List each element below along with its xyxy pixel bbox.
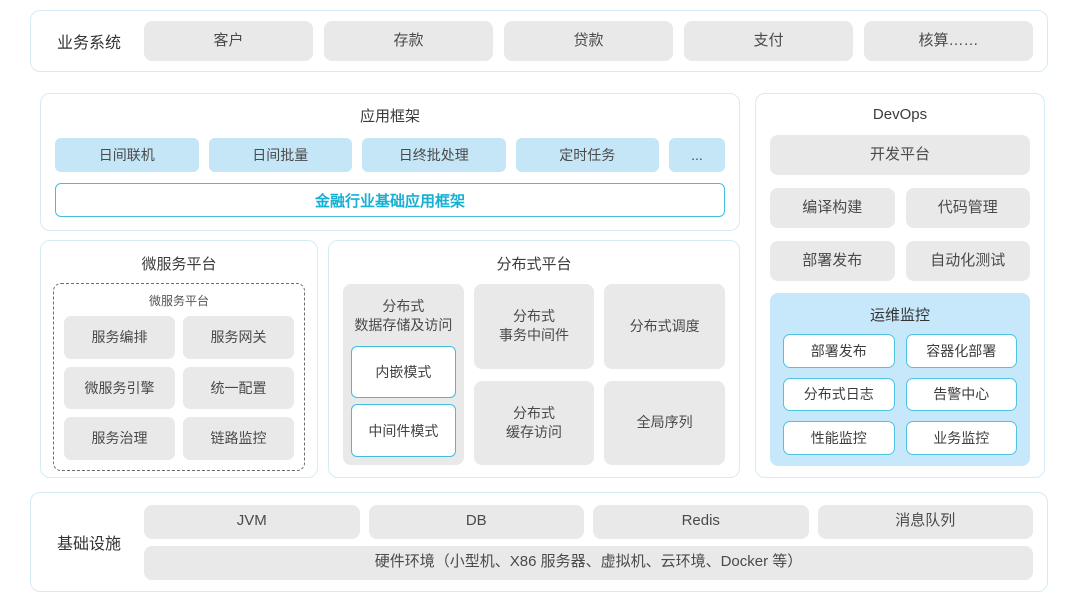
ops-monitoring-box: 运维监控 部署发布 容器化部署 分布式日志 告警中心 性能监控 业务监控	[770, 293, 1030, 466]
node-automated-testing: 自动化测试	[905, 241, 1030, 281]
node-monitor-deploy-release: 部署发布	[783, 334, 895, 368]
node-business-monitoring: 业务监控	[905, 421, 1017, 455]
distributed-platform-title: 分布式平台	[496, 256, 572, 273]
infrastructure-label: 基础设施	[56, 536, 121, 553]
node-deploy-release: 部署发布	[770, 241, 895, 281]
node-service-gateway: 服务网关	[183, 316, 294, 359]
app-framework-title: 应用框架	[359, 108, 420, 125]
node-redis: Redis	[593, 504, 809, 539]
infrastructure-content: JVM DB Redis 消息队列 硬件环境（小型机、X86 服务器、虚拟机、云…	[144, 504, 1033, 580]
ops-monitoring-grid: 部署发布 容器化部署 分布式日志 告警中心 性能监控 业务监控	[783, 334, 1017, 455]
node-financial-base-framework: 金融行业基础应用框架	[55, 183, 725, 217]
microservice-grid: 服务编排 服务网关 微服务引擎 统一配置 服务治理 链路监控	[64, 316, 294, 460]
devops-section: DevOps 开发平台 编译构建 代码管理 部署发布 自动化测试 运维监控 部署…	[755, 93, 1045, 478]
node-global-sequence: 全局序列	[604, 380, 726, 465]
node-unified-config: 统一配置	[183, 366, 294, 410]
node-payment: 支付	[684, 21, 853, 61]
distributed-columns: 分布式 数据存储及访问 内嵌模式 中间件模式 分布式 事务中间件 分布式 缓存访…	[343, 284, 726, 465]
node-hardware-environment: 硬件环境（小型机、X86 服务器、虚拟机、云环境、Docker 等）	[144, 545, 1033, 580]
node-alert-center: 告警中心	[905, 377, 1017, 412]
distributed-storage-column: 分布式 数据存储及访问 内嵌模式 中间件模式	[343, 284, 464, 465]
node-service-orchestration: 服务编排	[64, 316, 175, 359]
devops-row-1: 编译构建 代码管理	[770, 188, 1030, 228]
infrastructure-row: JVM DB Redis 消息队列	[144, 504, 1033, 539]
node-distributed-cache-access: 分布式 缓存访问	[473, 380, 595, 465]
node-db: DB	[368, 504, 584, 539]
microservice-platform-title: 微服务平台	[141, 256, 217, 273]
ops-monitoring-title: 运维监控	[869, 307, 930, 324]
distributed-middle-column: 分布式 事务中间件 分布式 缓存访问	[473, 284, 595, 465]
microservice-inner-title: 微服务平台	[148, 294, 209, 308]
node-eod-batch: 日终批处理	[362, 138, 506, 172]
node-scheduled-task: 定时任务	[515, 138, 659, 172]
node-accounting-etc: 核算……	[864, 21, 1033, 61]
node-embedded-mode: 内嵌模式	[351, 345, 456, 399]
node-service-governance: 服务治理	[64, 417, 175, 460]
devops-title: DevOps	[872, 106, 928, 123]
microservice-inner-box: 微服务平台 服务编排 服务网关 微服务引擎 统一配置 服务治理 链路监控	[53, 283, 305, 471]
node-distributed-transaction-middleware: 分布式 事务中间件	[473, 284, 595, 369]
node-daytime-batch: 日间批量	[208, 138, 352, 172]
app-framework-modules: 日间联机 日间批量 日终批处理 定时任务 ...	[55, 138, 725, 172]
node-customer: 客户	[144, 21, 313, 61]
microservice-platform-section: 微服务平台 微服务平台 服务编排 服务网关 微服务引擎 统一配置 服务治理 链路…	[40, 240, 318, 478]
app-framework-section: 应用框架 日间联机 日间批量 日终批处理 定时任务 ... 金融行业基础应用框架	[40, 93, 740, 231]
distributed-right-column: 分布式调度 全局序列	[604, 284, 726, 465]
node-dev-platform: 开发平台	[770, 135, 1030, 175]
node-microservice-engine: 微服务引擎	[64, 366, 175, 410]
node-deposit: 存款	[324, 21, 493, 61]
node-daytime-online: 日间联机	[55, 138, 199, 172]
node-performance-monitoring: 性能监控	[783, 421, 895, 455]
node-message-queue: 消息队列	[817, 504, 1033, 539]
distributed-platform-section: 分布式平台 分布式 数据存储及访问 内嵌模式 中间件模式 分布式 事务中间件 分…	[328, 240, 740, 478]
business-systems-label: 业务系统	[56, 35, 121, 52]
node-containerized-deployment: 容器化部署	[905, 334, 1017, 368]
node-loan: 贷款	[504, 21, 673, 61]
business-systems-section: 业务系统 客户 存款 贷款 支付 核算……	[30, 10, 1048, 72]
node-jvm: JVM	[144, 504, 360, 539]
node-compile-build: 编译构建	[770, 188, 895, 228]
node-more-modules: ...	[669, 138, 725, 172]
devops-row-2: 部署发布 自动化测试	[770, 241, 1030, 281]
node-distributed-logging: 分布式日志	[783, 377, 895, 412]
node-distributed-scheduling: 分布式调度	[604, 284, 726, 369]
node-distributed-storage-access: 分布式 数据存储及访问 内嵌模式 中间件模式	[343, 284, 464, 465]
node-middleware-mode: 中间件模式	[351, 404, 456, 457]
node-link-monitoring: 链路监控	[183, 417, 294, 460]
infrastructure-section: 基础设施 JVM DB Redis 消息队列 硬件环境（小型机、X86 服务器、…	[30, 492, 1048, 592]
node-code-management: 代码管理	[905, 188, 1030, 228]
distributed-storage-label: 分布式 数据存储及访问	[354, 298, 453, 333]
